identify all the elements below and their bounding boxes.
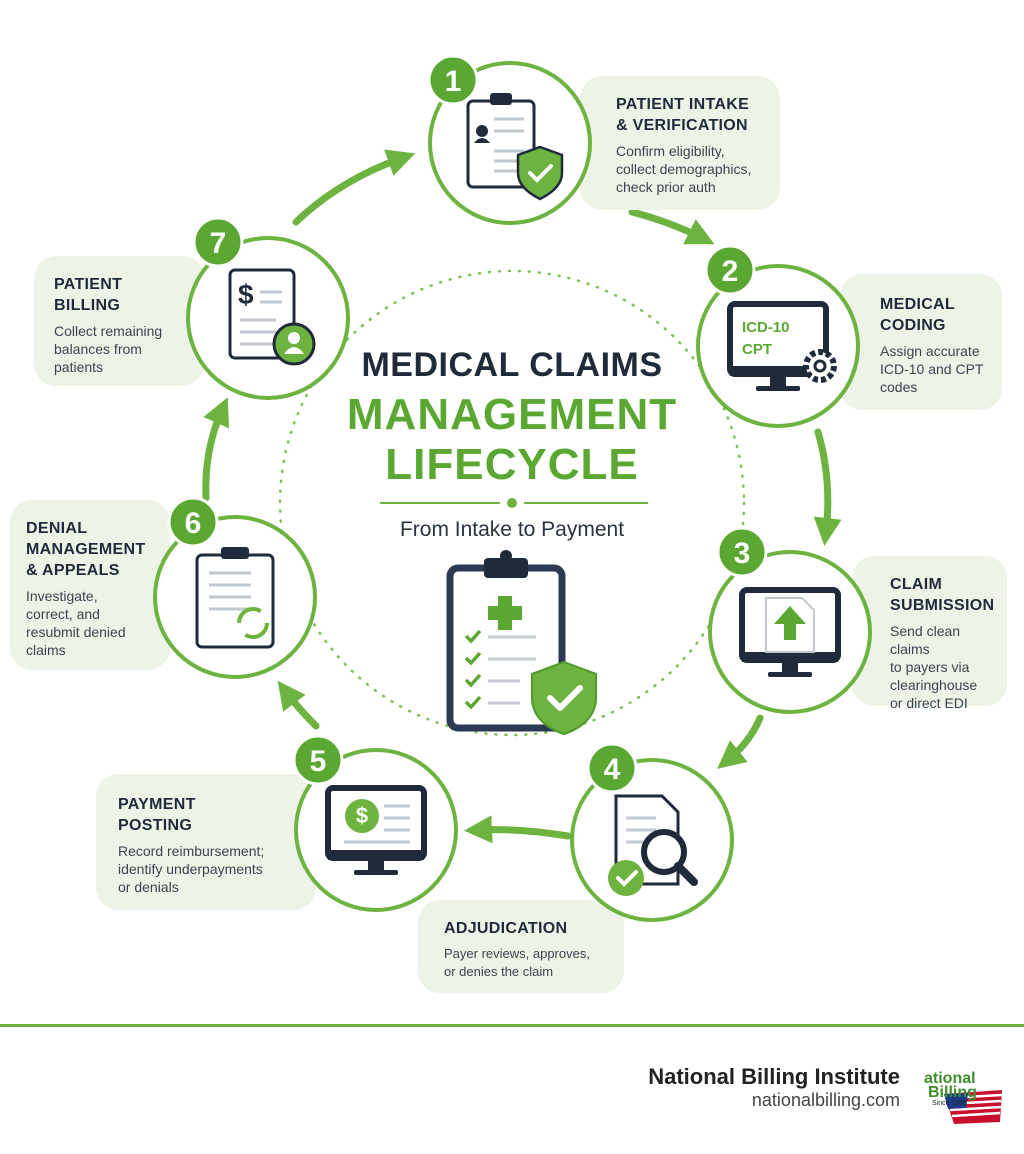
step-number: 3 — [734, 537, 751, 570]
step-7-badge: 7 — [192, 216, 244, 268]
cycle-arrow — [292, 149, 416, 226]
step-5-node: $5 — [292, 734, 458, 912]
logo-text-1: ational — [924, 1070, 976, 1087]
svg-text:$: $ — [238, 279, 254, 310]
title-line-1: MEDICAL CLAIMS — [361, 346, 663, 384]
logo-text-3: Since 1995 — [932, 1100, 968, 1107]
brand-name: National Billing Institute — [648, 1064, 900, 1089]
step-number: 4 — [604, 753, 621, 786]
clipboard-shield-icon — [466, 93, 564, 201]
step-2-badge: 2 — [704, 244, 756, 296]
cycle-arrow — [464, 815, 572, 844]
cycle-arrow — [202, 397, 230, 502]
step-4-title: ADJUDICATION — [444, 920, 568, 937]
svg-text:$: $ — [356, 803, 368, 828]
cycle-arrows — [202, 149, 842, 844]
cycle-arrow — [628, 208, 715, 245]
flag-icon — [944, 1090, 1003, 1124]
step-3-node: 3 — [708, 526, 872, 714]
screen-code-label: ICD-10 — [742, 319, 790, 336]
step-number: 5 — [310, 745, 327, 778]
step-3-badge: 3 — [716, 526, 768, 578]
cycle-arrow — [277, 680, 320, 730]
title-line-3: LIFECYCLE — [385, 440, 639, 489]
brand-logo: ational Billing Since 1995 — [924, 1064, 1004, 1124]
step-4-info: ADJUDICATION Payer reviews, approves,or … — [418, 900, 624, 993]
step-6-badge: 6 — [167, 496, 219, 548]
document-magnifier-icon — [608, 794, 698, 896]
subtitle: From Intake to Payment — [399, 518, 625, 541]
cycle-arrow — [717, 714, 764, 769]
title-divider — [380, 498, 648, 508]
step-6-node: 6 — [153, 496, 317, 679]
center-clipboard-icon — [446, 550, 597, 736]
step-7-node: $7 — [186, 216, 350, 400]
brand-url: nationalbilling.com — [751, 1090, 900, 1110]
step-1-node: 1 — [427, 54, 592, 225]
step-4-desc: Payer reviews, approves,or denies the cl… — [444, 946, 590, 979]
dotted-ring — [278, 269, 746, 737]
step-number: 7 — [210, 227, 227, 260]
step-1-badge: 1 — [427, 54, 479, 106]
step-5-badge: 5 — [292, 734, 344, 786]
cycle-arrow — [813, 428, 842, 546]
step-1-title: PATIENT INTAKE& VERIFICATION — [616, 96, 750, 134]
step-number: 6 — [185, 507, 202, 540]
step-number: 1 — [445, 65, 462, 98]
step-number: 2 — [722, 255, 739, 288]
monitor-upload-icon — [739, 587, 841, 677]
title-line-2: MANAGEMENT — [346, 390, 678, 439]
step-4-badge: 4 — [586, 742, 638, 794]
step-5-desc: Record reimbursement;identify underpayme… — [118, 843, 265, 895]
footer-divider — [0, 1024, 1024, 1027]
monitor-dollar-icon: $ — [325, 785, 427, 875]
step-4-node: 4 — [570, 742, 734, 922]
clipboard-refresh-icon — [195, 547, 275, 649]
step-1-info: PATIENT INTAKE& VERIFICATION Confirm eli… — [580, 76, 780, 210]
invoice-patient-icon: $ — [228, 268, 316, 366]
logo-text-2: Billing — [928, 1084, 977, 1101]
step-1-desc: Confirm eligibility,collect demographics… — [616, 143, 752, 195]
screen-code-label: CPT — [742, 341, 772, 358]
